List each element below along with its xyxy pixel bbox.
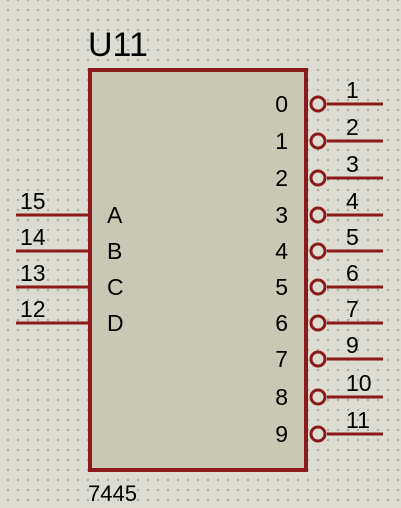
inversion-bubble-icon [309,314,327,332]
output-pin-number: 11 [346,407,370,433]
input-pin-label: B [107,238,122,264]
output-pin-label: 6 [275,310,288,336]
output-pin-label: 8 [275,384,288,410]
input-pin-number: 15 [20,188,46,214]
output-pin-label: 4 [275,238,288,264]
input-pin-number: 14 [20,224,46,250]
input-pin-label: C [107,274,124,300]
input-pin-number: 13 [20,260,46,286]
output-pin-number: 10 [346,370,372,396]
input-pin-label: A [107,202,123,228]
output-pin-number: 1 [346,77,359,103]
output-pin-number: 6 [346,260,359,286]
inversion-bubble-icon [309,242,327,260]
output-pin-number: 9 [346,332,359,358]
inversion-bubble-icon [309,132,327,150]
input-pin-number: 12 [20,296,46,322]
output-pin-label: 9 [275,421,288,447]
ic-body[interactable] [88,68,308,472]
inversion-bubble-icon [309,350,327,368]
component-reference: U11 [88,26,148,64]
output-pin-number: 3 [346,151,359,177]
output-pin-label: 1 [275,128,288,154]
output-pin-label: 0 [275,91,288,117]
output-pin-number: 5 [346,224,359,250]
output-pin-label: 2 [275,165,288,191]
output-pin-number: 4 [346,188,359,214]
inversion-bubble-icon [309,95,327,113]
output-pin-number: 2 [346,114,359,140]
inversion-bubble-icon [309,425,327,443]
input-pin-label: D [107,310,124,336]
component-part-number: 7445 [88,481,137,506]
inversion-bubble-icon [309,169,327,187]
inversion-bubble-icon [309,388,327,406]
output-pin-label: 7 [275,346,288,372]
inversion-bubble-icon [309,206,327,224]
output-pin-number: 7 [346,296,359,322]
output-pin-label: 3 [275,202,288,228]
inversion-bubble-icon [309,278,327,296]
output-pin-label: 5 [275,274,288,300]
